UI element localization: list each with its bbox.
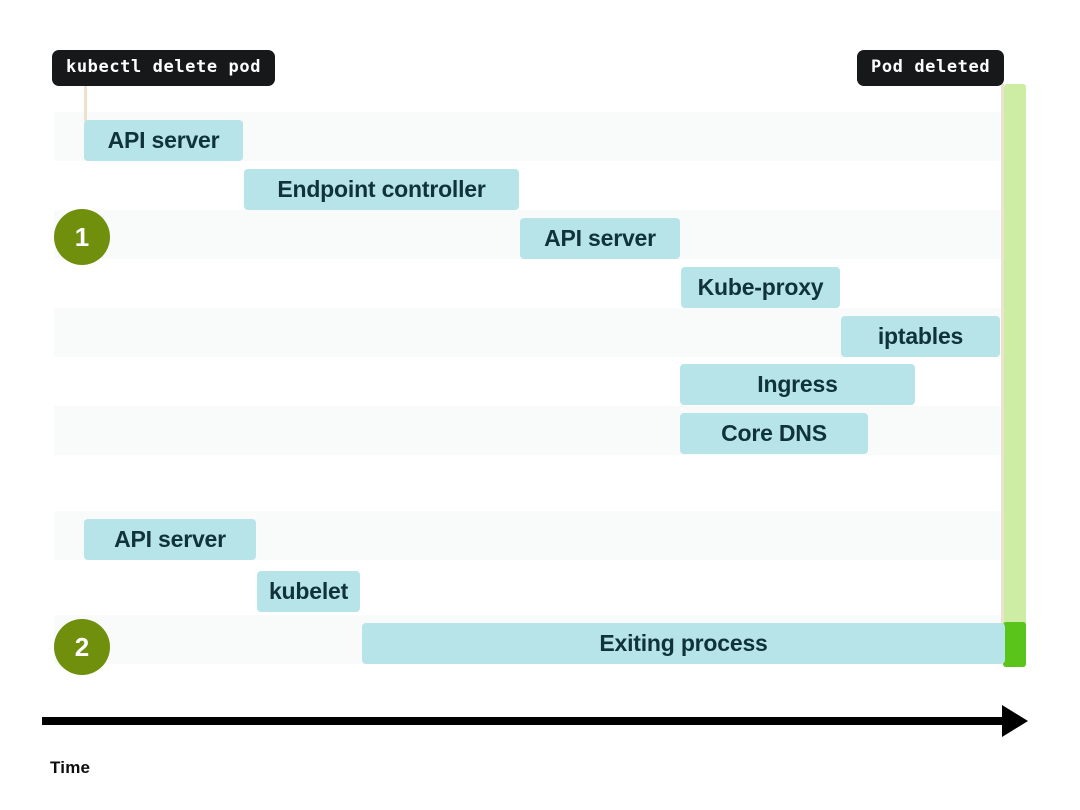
- bar-api-server-2: API server: [520, 218, 680, 259]
- kubectl-callout-stem: [84, 83, 87, 121]
- bar-api-server-3: API server: [84, 519, 256, 560]
- step-badge-2: 2: [54, 619, 110, 675]
- callout-pod-deleted: Pod deleted: [857, 50, 1005, 86]
- bar-kubelet: kubelet: [257, 571, 360, 612]
- callout-kubectl-delete-pod: kubectl delete pod: [52, 50, 276, 86]
- bar-api-server-1: API server: [84, 120, 243, 161]
- bar-kube-proxy: Kube-proxy: [681, 267, 840, 308]
- bar-ingress: Ingress: [680, 364, 915, 405]
- bar-exiting-process: Exiting process: [362, 623, 1005, 664]
- bar-core-dns: Core DNS: [680, 413, 868, 454]
- step-badge-1: 1: [54, 209, 110, 265]
- time-axis-line: [42, 717, 1008, 725]
- pod-deleted-band: [1004, 84, 1026, 662]
- bar-endpoint-controller: Endpoint controller: [244, 169, 519, 210]
- time-axis-label: Time: [50, 758, 91, 777]
- bar-iptables: iptables: [841, 316, 1000, 357]
- arrow-right-icon: [1002, 705, 1028, 737]
- pod-deleted-end-marker: [1003, 622, 1026, 667]
- pod-deleted-band-edge: [1001, 84, 1004, 662]
